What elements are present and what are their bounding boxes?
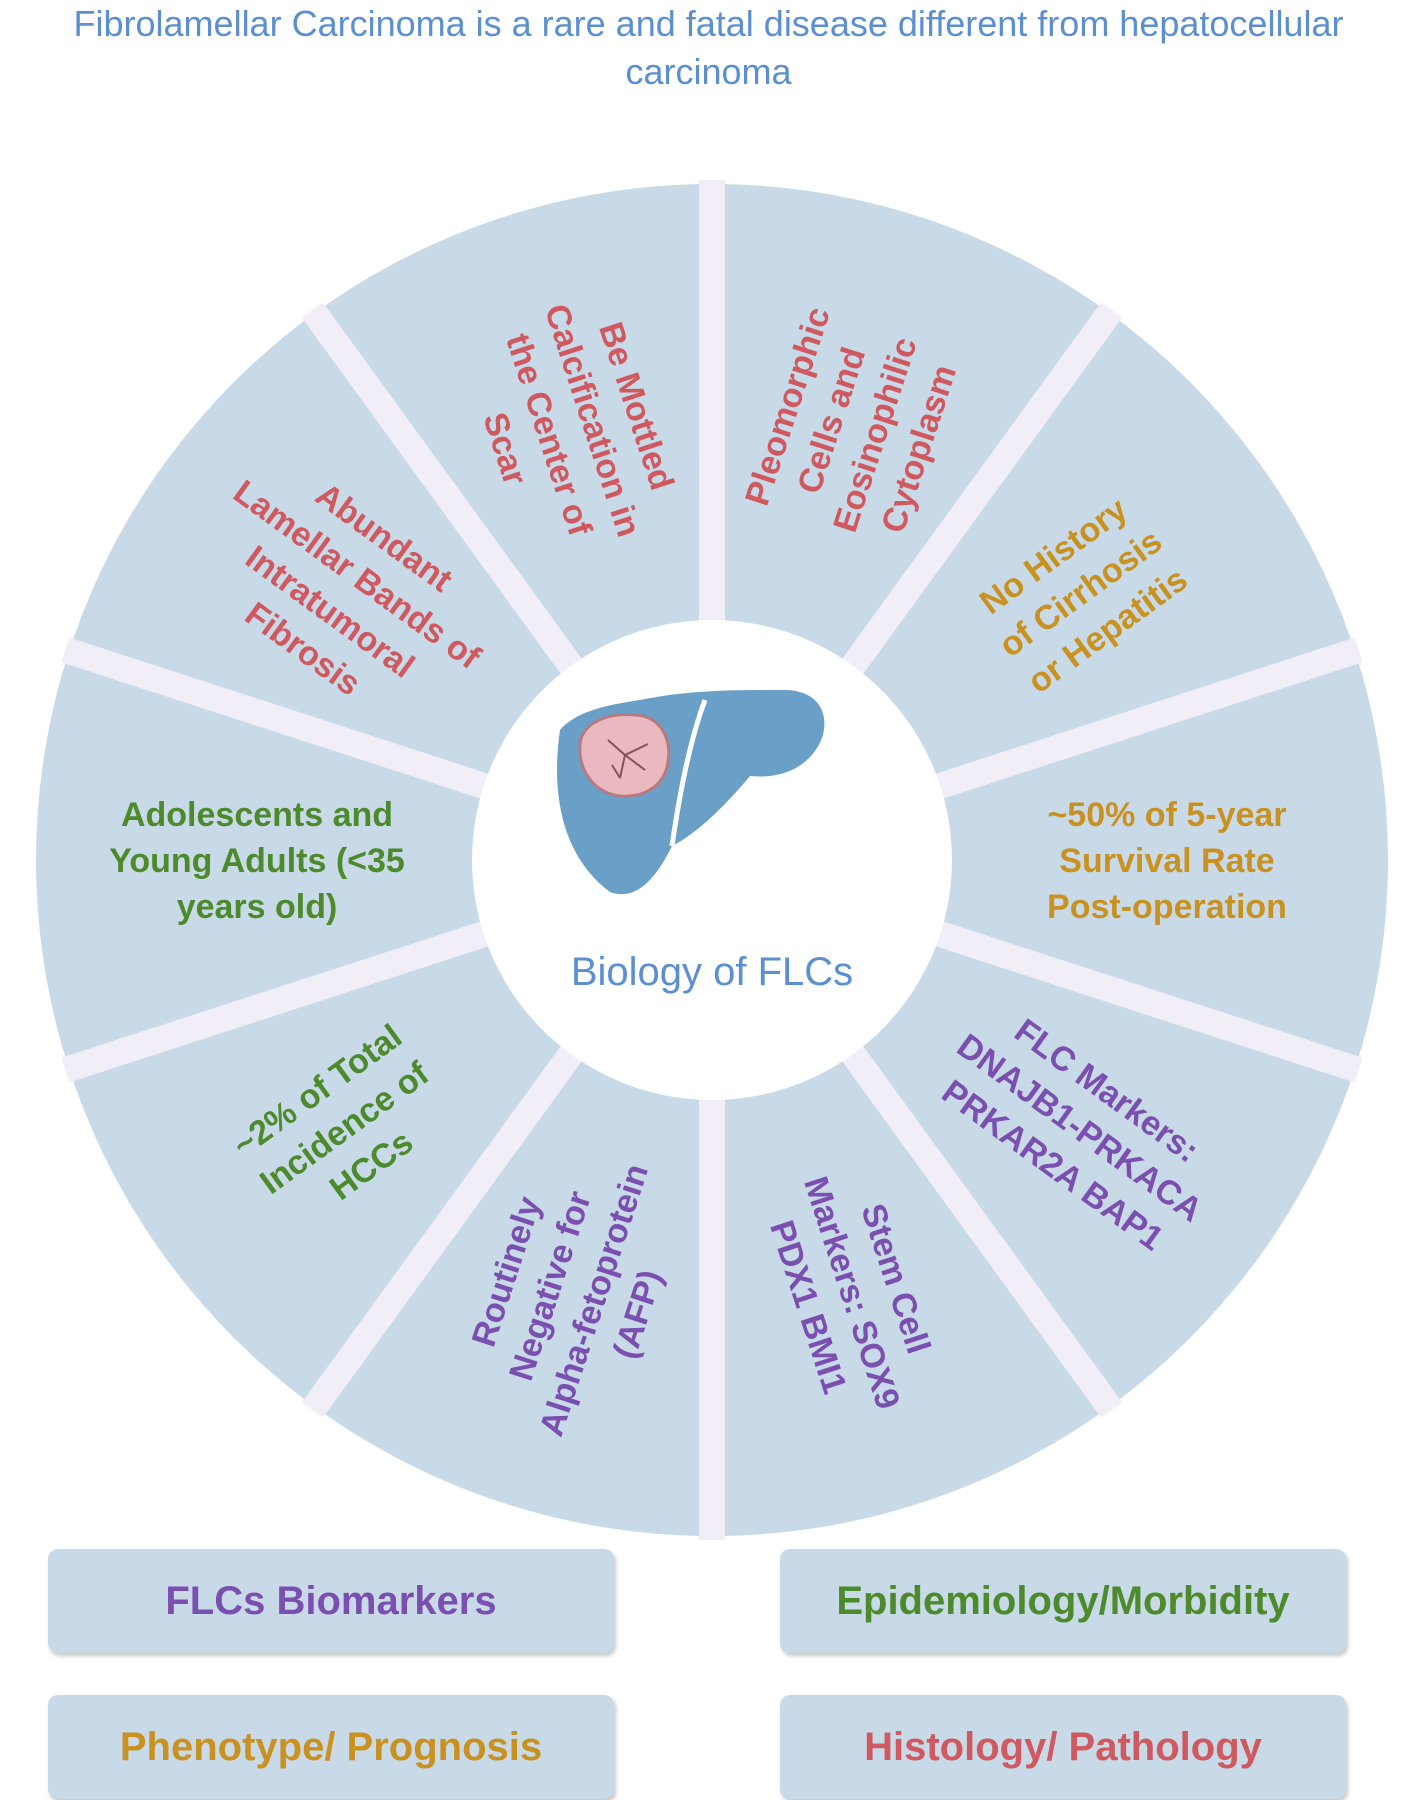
legend-histology-label: Histology/ Pathology: [864, 1724, 1262, 1769]
legend-biomarkers: FLCs Biomarkers: [48, 1549, 614, 1653]
wheel-segment: [36, 651, 712, 1069]
page-title: Fibrolamellar Carcinoma is a rare and fa…: [73, 3, 1344, 92]
legend-epidemiology: Epidemiology/Morbidity: [780, 1549, 1346, 1653]
legend-epidemiology-label: Epidemiology/Morbidity: [836, 1578, 1290, 1623]
segment-label-line: Adolescents and: [121, 796, 393, 834]
legend-biomarkers-label: FLCs Biomarkers: [165, 1578, 497, 1623]
legend-histology: Histology/ Pathology: [780, 1695, 1346, 1799]
tumor-scar-lines: [607, 739, 649, 779]
liver-icon: [557, 690, 825, 895]
legend-phenotype-label: Phenotype/ Prognosis: [119, 1724, 543, 1769]
segment-label-line: Young Adults (<35: [109, 842, 405, 880]
segment-label-line: years old): [177, 888, 338, 926]
legend-phenotype: Phenotype/ Prognosis: [48, 1695, 614, 1799]
segment-label-line: Post-operation: [1047, 888, 1287, 926]
segment-label-line: ~50% of 5-year: [1047, 796, 1286, 834]
center-label: Biology of FLCs: [571, 950, 853, 994]
wheel-segment: [712, 651, 1388, 1069]
liver-lobe-notch: [669, 699, 708, 847]
segment-label-line: Survival Rate: [1059, 842, 1274, 880]
